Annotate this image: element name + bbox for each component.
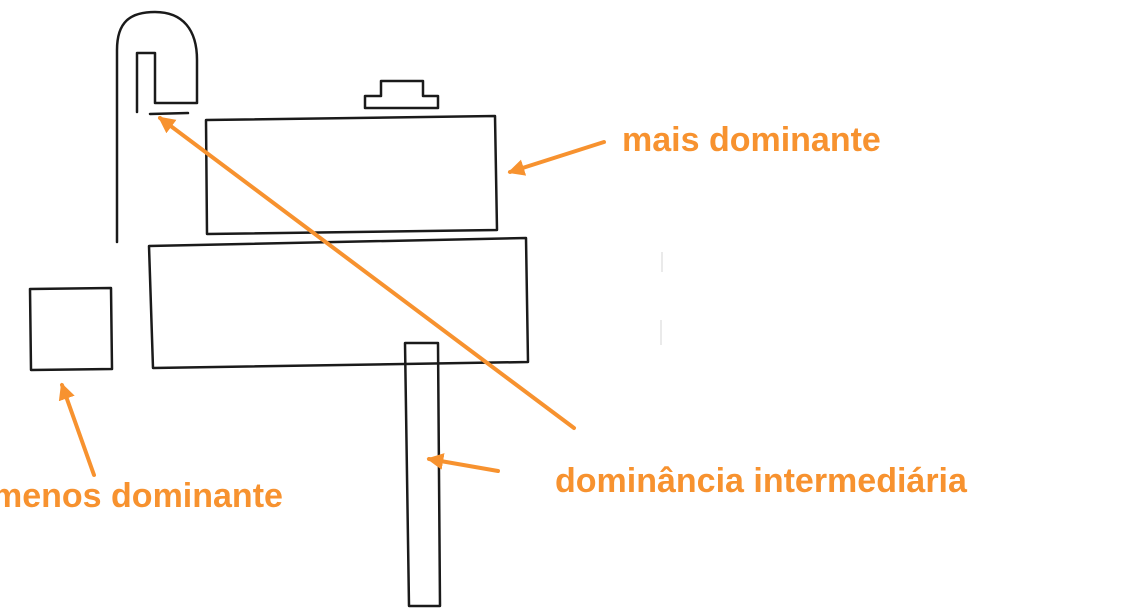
arrow-to-upper-rectangle bbox=[507, 140, 606, 176]
arrow-to-vertical-bar bbox=[426, 453, 500, 473]
arrow-to-small-square bbox=[58, 382, 96, 477]
label-intermediate-dominance: dominância intermediária bbox=[555, 462, 968, 500]
label-least-dominant: menos dominante bbox=[0, 477, 283, 515]
label-most-dominant: mais dominante bbox=[622, 121, 881, 159]
arrow-to-hook bbox=[157, 116, 576, 430]
vertical-bar bbox=[403, 341, 442, 608]
hook-shape bbox=[115, 10, 199, 244]
upper-rectangle bbox=[204, 114, 499, 236]
hook-tick bbox=[148, 111, 190, 116]
knob-shape bbox=[363, 79, 440, 110]
middle-rectangle bbox=[147, 236, 530, 370]
small-square bbox=[28, 286, 114, 372]
